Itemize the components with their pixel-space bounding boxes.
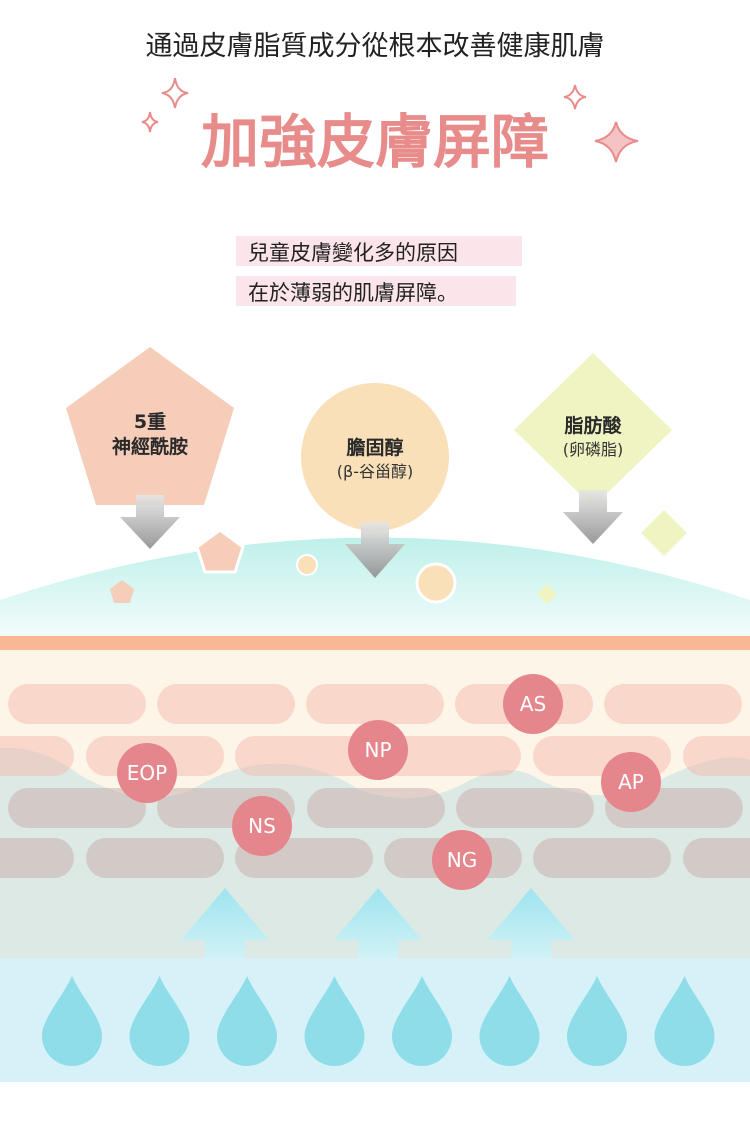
highlight-bar <box>236 276 516 306</box>
particle-circle <box>415 562 457 604</box>
ceramide-bubble-eop: EOP <box>117 743 177 803</box>
ceramide-label: NG <box>447 848 477 872</box>
sparkle-icon <box>563 84 587 110</box>
water-drop-icon <box>129 976 190 1067</box>
up-arrow-icon <box>487 888 575 970</box>
water-drop-icon <box>392 976 452 1066</box>
ceramide-bubble-ns: NS <box>232 796 292 856</box>
stratum-line <box>0 636 750 650</box>
header-subtitle: 通過皮膚脂質成分從根本改善健康肌膚 <box>146 31 605 62</box>
water-layer <box>0 958 750 1082</box>
water-drop-icon <box>479 976 540 1066</box>
ingredient-3-line1: 脂肪酸 <box>564 414 622 437</box>
particle-pentagon <box>195 528 245 574</box>
water-drop-icon <box>42 976 102 1066</box>
up-arrow-icon <box>334 888 422 970</box>
highlight-bar <box>236 236 522 266</box>
fatty-acid-diamond <box>514 353 672 507</box>
ceramide-label: AP <box>618 770 644 794</box>
ingredient-3-line2: (卵磷脂) <box>563 440 624 459</box>
sparkle-icons <box>141 77 639 163</box>
down-arrow-icon <box>120 495 180 549</box>
intro-line-1: 兒童皮膚變化多的原因 <box>248 241 458 265</box>
particle-diamond <box>641 510 687 556</box>
ceramide-label: NP <box>364 738 391 762</box>
skin-cells <box>0 684 750 776</box>
ceramide-bubble-np: NP <box>348 720 408 780</box>
down-arrow-icon <box>345 522 405 578</box>
up-arrow-icon <box>181 888 269 970</box>
ingredient-2-line1: 膽固醇 <box>345 436 403 459</box>
sparkle-icon <box>161 77 189 109</box>
sparkle-icon <box>141 111 159 133</box>
ceramide-bubble-ap: AP <box>601 752 661 812</box>
cholesterol-circle <box>301 383 449 531</box>
skin-surface <box>0 537 750 637</box>
water-drop-icon <box>654 976 715 1067</box>
ingredient-2-line2: (β-谷甾醇) <box>337 462 413 481</box>
ceramide-label: AS <box>520 692 546 716</box>
ceramide-label: NS <box>248 814 276 838</box>
ceramide-label: EOP <box>127 761 167 785</box>
header-title: 加強皮膚屏障 <box>201 108 549 176</box>
particle-diamond <box>537 584 557 604</box>
water-drop-icon <box>567 976 627 1066</box>
ingredient-1-line2: 神經酰胺 <box>112 435 188 458</box>
water-drop-icon <box>304 976 365 1067</box>
ceramide-pentagon <box>66 347 234 505</box>
ceramide-bubble-ng: NG <box>432 830 492 890</box>
sparkle-icon <box>594 121 639 163</box>
ceramide-bubble-as: AS <box>503 674 563 734</box>
ingredient-1-line1: 5重 <box>134 411 166 433</box>
particle-pentagon <box>110 580 134 603</box>
intro-line-2: 在於薄弱的肌膚屏障。 <box>248 281 458 305</box>
down-arrow-icon <box>563 490 623 544</box>
water-drop-icon <box>217 976 277 1066</box>
particle-circle <box>296 554 318 576</box>
